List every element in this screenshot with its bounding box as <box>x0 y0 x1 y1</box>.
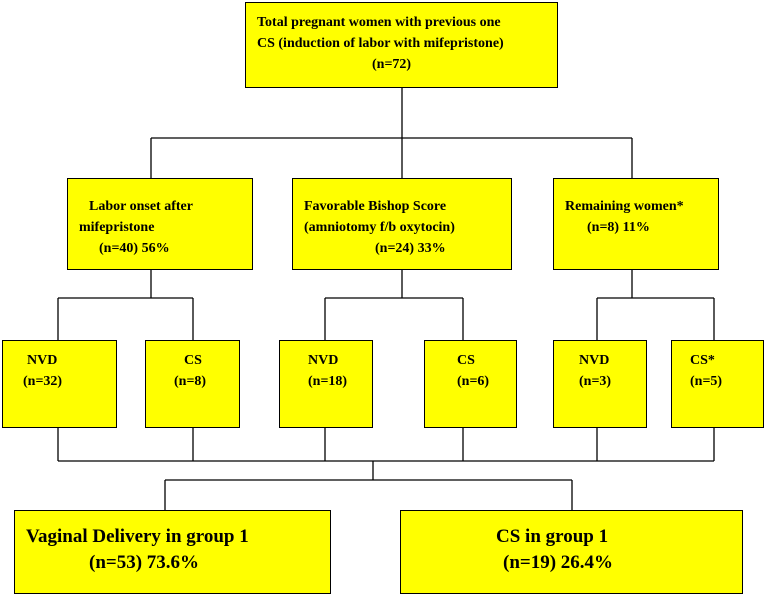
remaining-cs-box: CS* (n=5) <box>671 340 764 428</box>
bishop-line-1: Favorable Bishop Score <box>304 199 447 214</box>
vaginal-outcome-line-1: Vaginal Delivery in group 1 <box>26 526 249 547</box>
labor-cs-count: (n=8) <box>174 374 207 389</box>
bishop-nvd-box: NVD (n=18) <box>279 340 373 428</box>
root-line-1: Total pregnant women with previous one <box>257 15 501 30</box>
labor-onset-box: Labor onset after mifepristone (n=40) 56… <box>67 178 253 270</box>
remaining-line-1: Remaining women* <box>565 199 684 214</box>
labor-onset-line-3: (n=40) 56% <box>99 241 170 256</box>
labor-onset-line-1: Labor onset after <box>89 199 193 214</box>
bishop-nvd-count: (n=18) <box>308 374 348 389</box>
cs-outcome-line-2: (n=19) 26.4% <box>503 552 614 573</box>
labor-cs-label: CS <box>184 353 202 368</box>
remaining-nvd-box: NVD (n=3) <box>553 340 647 428</box>
bishop-cs-box: CS (n=6) <box>424 340 517 428</box>
root-line-2: CS (induction of labor with mifepristone… <box>257 36 504 51</box>
remaining-cs-label: CS* <box>690 353 715 368</box>
cs-outcome-line-1: CS in group 1 <box>496 526 609 547</box>
labor-onset-cs-box: CS (n=8) <box>145 340 240 428</box>
cs-outcome-box: CS in group 1 (n=19) 26.4% <box>400 510 743 594</box>
remaining-line-2: (n=8) 11% <box>587 220 650 235</box>
labor-onset-nvd-box: NVD (n=32) <box>2 340 117 428</box>
root-line-3: (n=72) <box>372 57 412 72</box>
remaining-nvd-label: NVD <box>579 353 610 368</box>
bishop-nvd-label: NVD <box>308 353 339 368</box>
bishop-line-3: (n=24) 33% <box>375 241 446 256</box>
bishop-line-2: (amniotomy f/b oxytocin) <box>304 220 455 235</box>
bishop-score-box: Favorable Bishop Score (amniotomy f/b ox… <box>292 178 512 270</box>
bishop-cs-count: (n=6) <box>457 374 490 389</box>
bishop-cs-label: CS <box>457 353 475 368</box>
labor-nvd-label: NVD <box>27 353 58 368</box>
remaining-nvd-count: (n=3) <box>579 374 612 389</box>
vaginal-outcome-line-2: (n=53) 73.6% <box>89 552 200 573</box>
labor-nvd-count: (n=32) <box>23 374 63 389</box>
labor-onset-line-2: mifepristone <box>79 220 155 235</box>
remaining-cs-count: (n=5) <box>690 374 723 389</box>
remaining-women-box: Remaining women* (n=8) 11% <box>553 178 719 270</box>
vaginal-delivery-outcome-box: Vaginal Delivery in group 1 (n=53) 73.6% <box>14 510 331 594</box>
root-box: Total pregnant women with previous one C… <box>245 2 558 88</box>
